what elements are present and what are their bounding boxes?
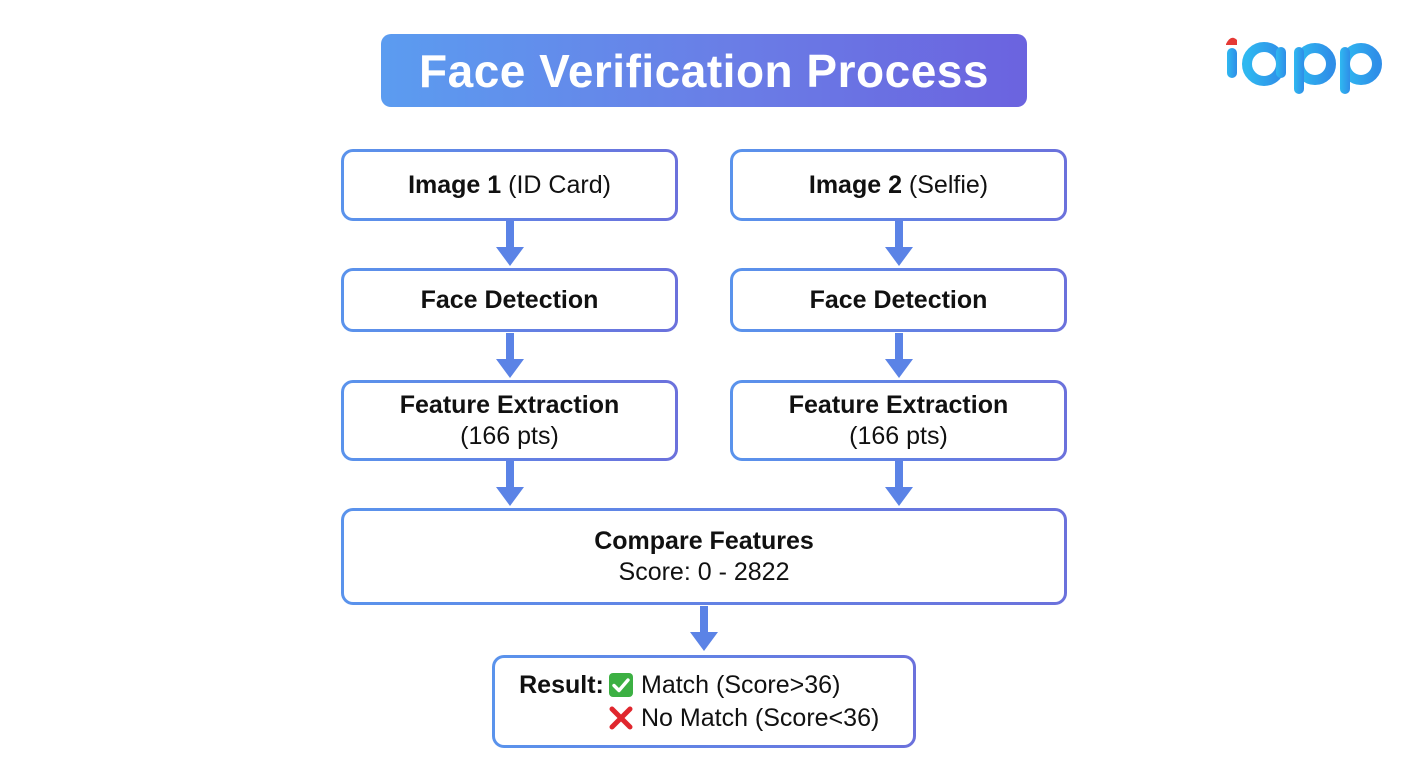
image1-label: Image 1 <box>408 170 502 199</box>
compare-features-box: Compare Features Score: 0 - 2822 <box>341 508 1067 605</box>
image1-type: (ID Card) <box>501 170 611 199</box>
feature-extraction-left-box: Feature Extraction (166 pts) <box>341 380 678 461</box>
image2-type: (Selfie) <box>901 170 989 199</box>
result-no-match-line: No Match (Score<36) <box>515 702 879 735</box>
arrow-down-icon <box>885 221 913 266</box>
result-box: Result: Match (Score>36) No Match (Score… <box>492 655 916 748</box>
face-detection-right-label: Face Detection <box>809 285 988 314</box>
arrow-down-icon <box>496 221 524 266</box>
feature-points-left: (166 pts) <box>460 421 559 450</box>
cross-mark-icon <box>609 706 633 730</box>
arrow-down-icon <box>496 461 524 506</box>
feature-extraction-left-label: Feature Extraction <box>399 390 620 419</box>
result-label: Result: <box>519 670 604 699</box>
page-title: Face Verification Process <box>419 44 989 97</box>
feature-points-right: (166 pts) <box>849 421 948 450</box>
face-detection-left-label: Face Detection <box>420 285 599 314</box>
face-detection-right-box: Face Detection <box>730 268 1067 332</box>
image2-label: Image 2 <box>808 170 902 199</box>
arrow-down-icon <box>885 333 913 378</box>
image1-box: Image 1 (ID Card) <box>341 149 678 221</box>
feature-extraction-right-label: Feature Extraction <box>788 390 1009 419</box>
arrow-down-icon <box>690 606 718 651</box>
result-match-text: Match (Score>36) <box>641 670 841 699</box>
compare-features-label: Compare Features <box>594 526 814 555</box>
result-no-match-text: No Match (Score<36) <box>641 703 880 732</box>
image2-box: Image 2 (Selfie) <box>730 149 1067 221</box>
feature-extraction-right-box: Feature Extraction (166 pts) <box>730 380 1067 461</box>
check-mark-icon <box>609 673 633 697</box>
title-banner: Face Verification Process <box>381 34 1027 107</box>
score-range: Score: 0 - 2822 <box>618 557 790 586</box>
face-detection-left-box: Face Detection <box>341 268 678 332</box>
arrow-down-icon <box>885 461 913 506</box>
arrow-down-icon <box>496 333 524 378</box>
result-match-line: Result: Match (Score>36) <box>515 669 840 702</box>
iapp-logo-icon <box>1226 37 1382 94</box>
